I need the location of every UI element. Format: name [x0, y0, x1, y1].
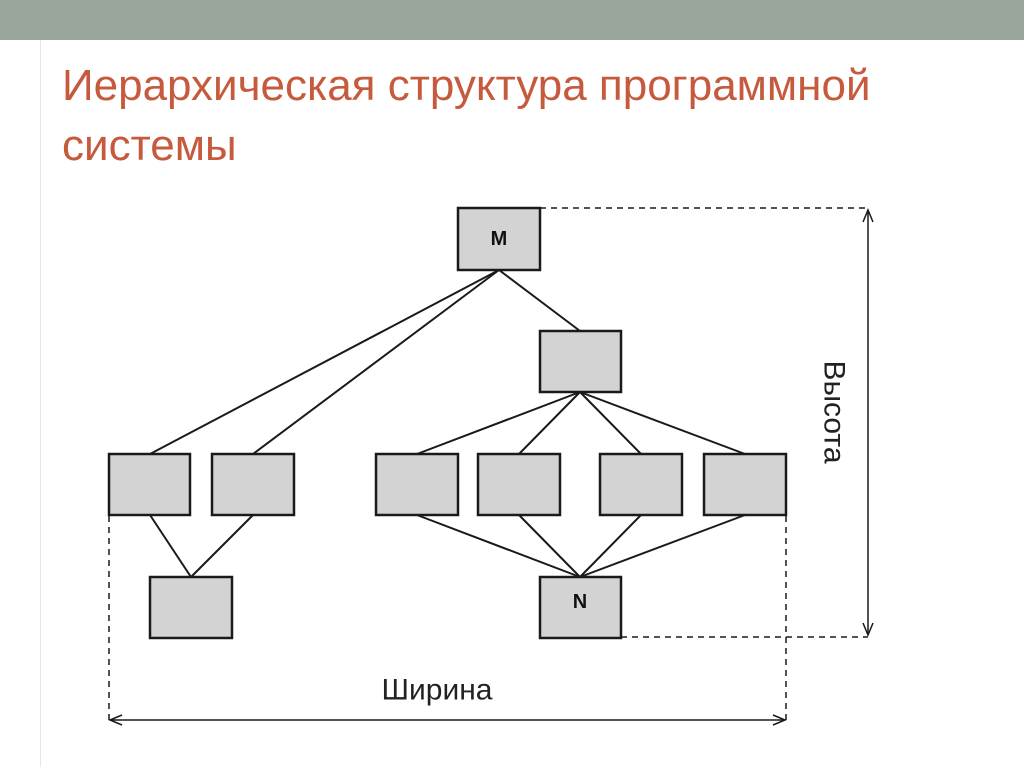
- height-arrow-head-top: [862, 208, 874, 223]
- width-label: Ширина: [382, 674, 493, 707]
- edge-m-mid: [498, 269, 581, 332]
- width-arrow-head-right: [772, 714, 787, 726]
- height-label: Высота: [818, 360, 851, 463]
- edge-left2-leaf: [190, 514, 254, 578]
- node-child-4: [702, 452, 788, 517]
- node-m: M: [456, 206, 542, 272]
- edge-mid-c3: [579, 391, 642, 455]
- diagram-edges: [149, 269, 746, 578]
- edge-c3-n: [579, 514, 642, 578]
- edge-left1-leaf: [149, 514, 192, 578]
- node-n: N: [538, 575, 623, 640]
- width-arrow-head-left: [108, 714, 123, 726]
- node-child-2: [476, 452, 562, 517]
- node-left-1: [107, 452, 192, 517]
- node-n-label: N: [573, 591, 587, 613]
- dimension-guides: [108, 207, 874, 726]
- node-mid: [538, 329, 623, 394]
- edge-c1-n: [416, 514, 581, 578]
- node-child-3: [598, 452, 684, 517]
- top-accent-bar: [0, 0, 1024, 40]
- edge-c4-n: [579, 514, 746, 578]
- node-child-1: [374, 452, 460, 517]
- edge-mid-c2: [518, 391, 581, 455]
- edge-mid-c1: [416, 391, 581, 455]
- node-leaf-left: [148, 575, 234, 640]
- edge-mid-c4: [579, 391, 746, 455]
- edge-c2-n: [518, 514, 581, 578]
- height-arrow-head-bottom: [862, 622, 874, 637]
- node-left-2: [210, 452, 296, 517]
- edge-m-left1: [149, 269, 500, 455]
- left-margin-rule: [40, 40, 41, 767]
- slide-title: Иерархическая структура программной сист…: [62, 61, 871, 170]
- edge-m-left2: [252, 269, 500, 455]
- node-m-label: M: [491, 228, 508, 250]
